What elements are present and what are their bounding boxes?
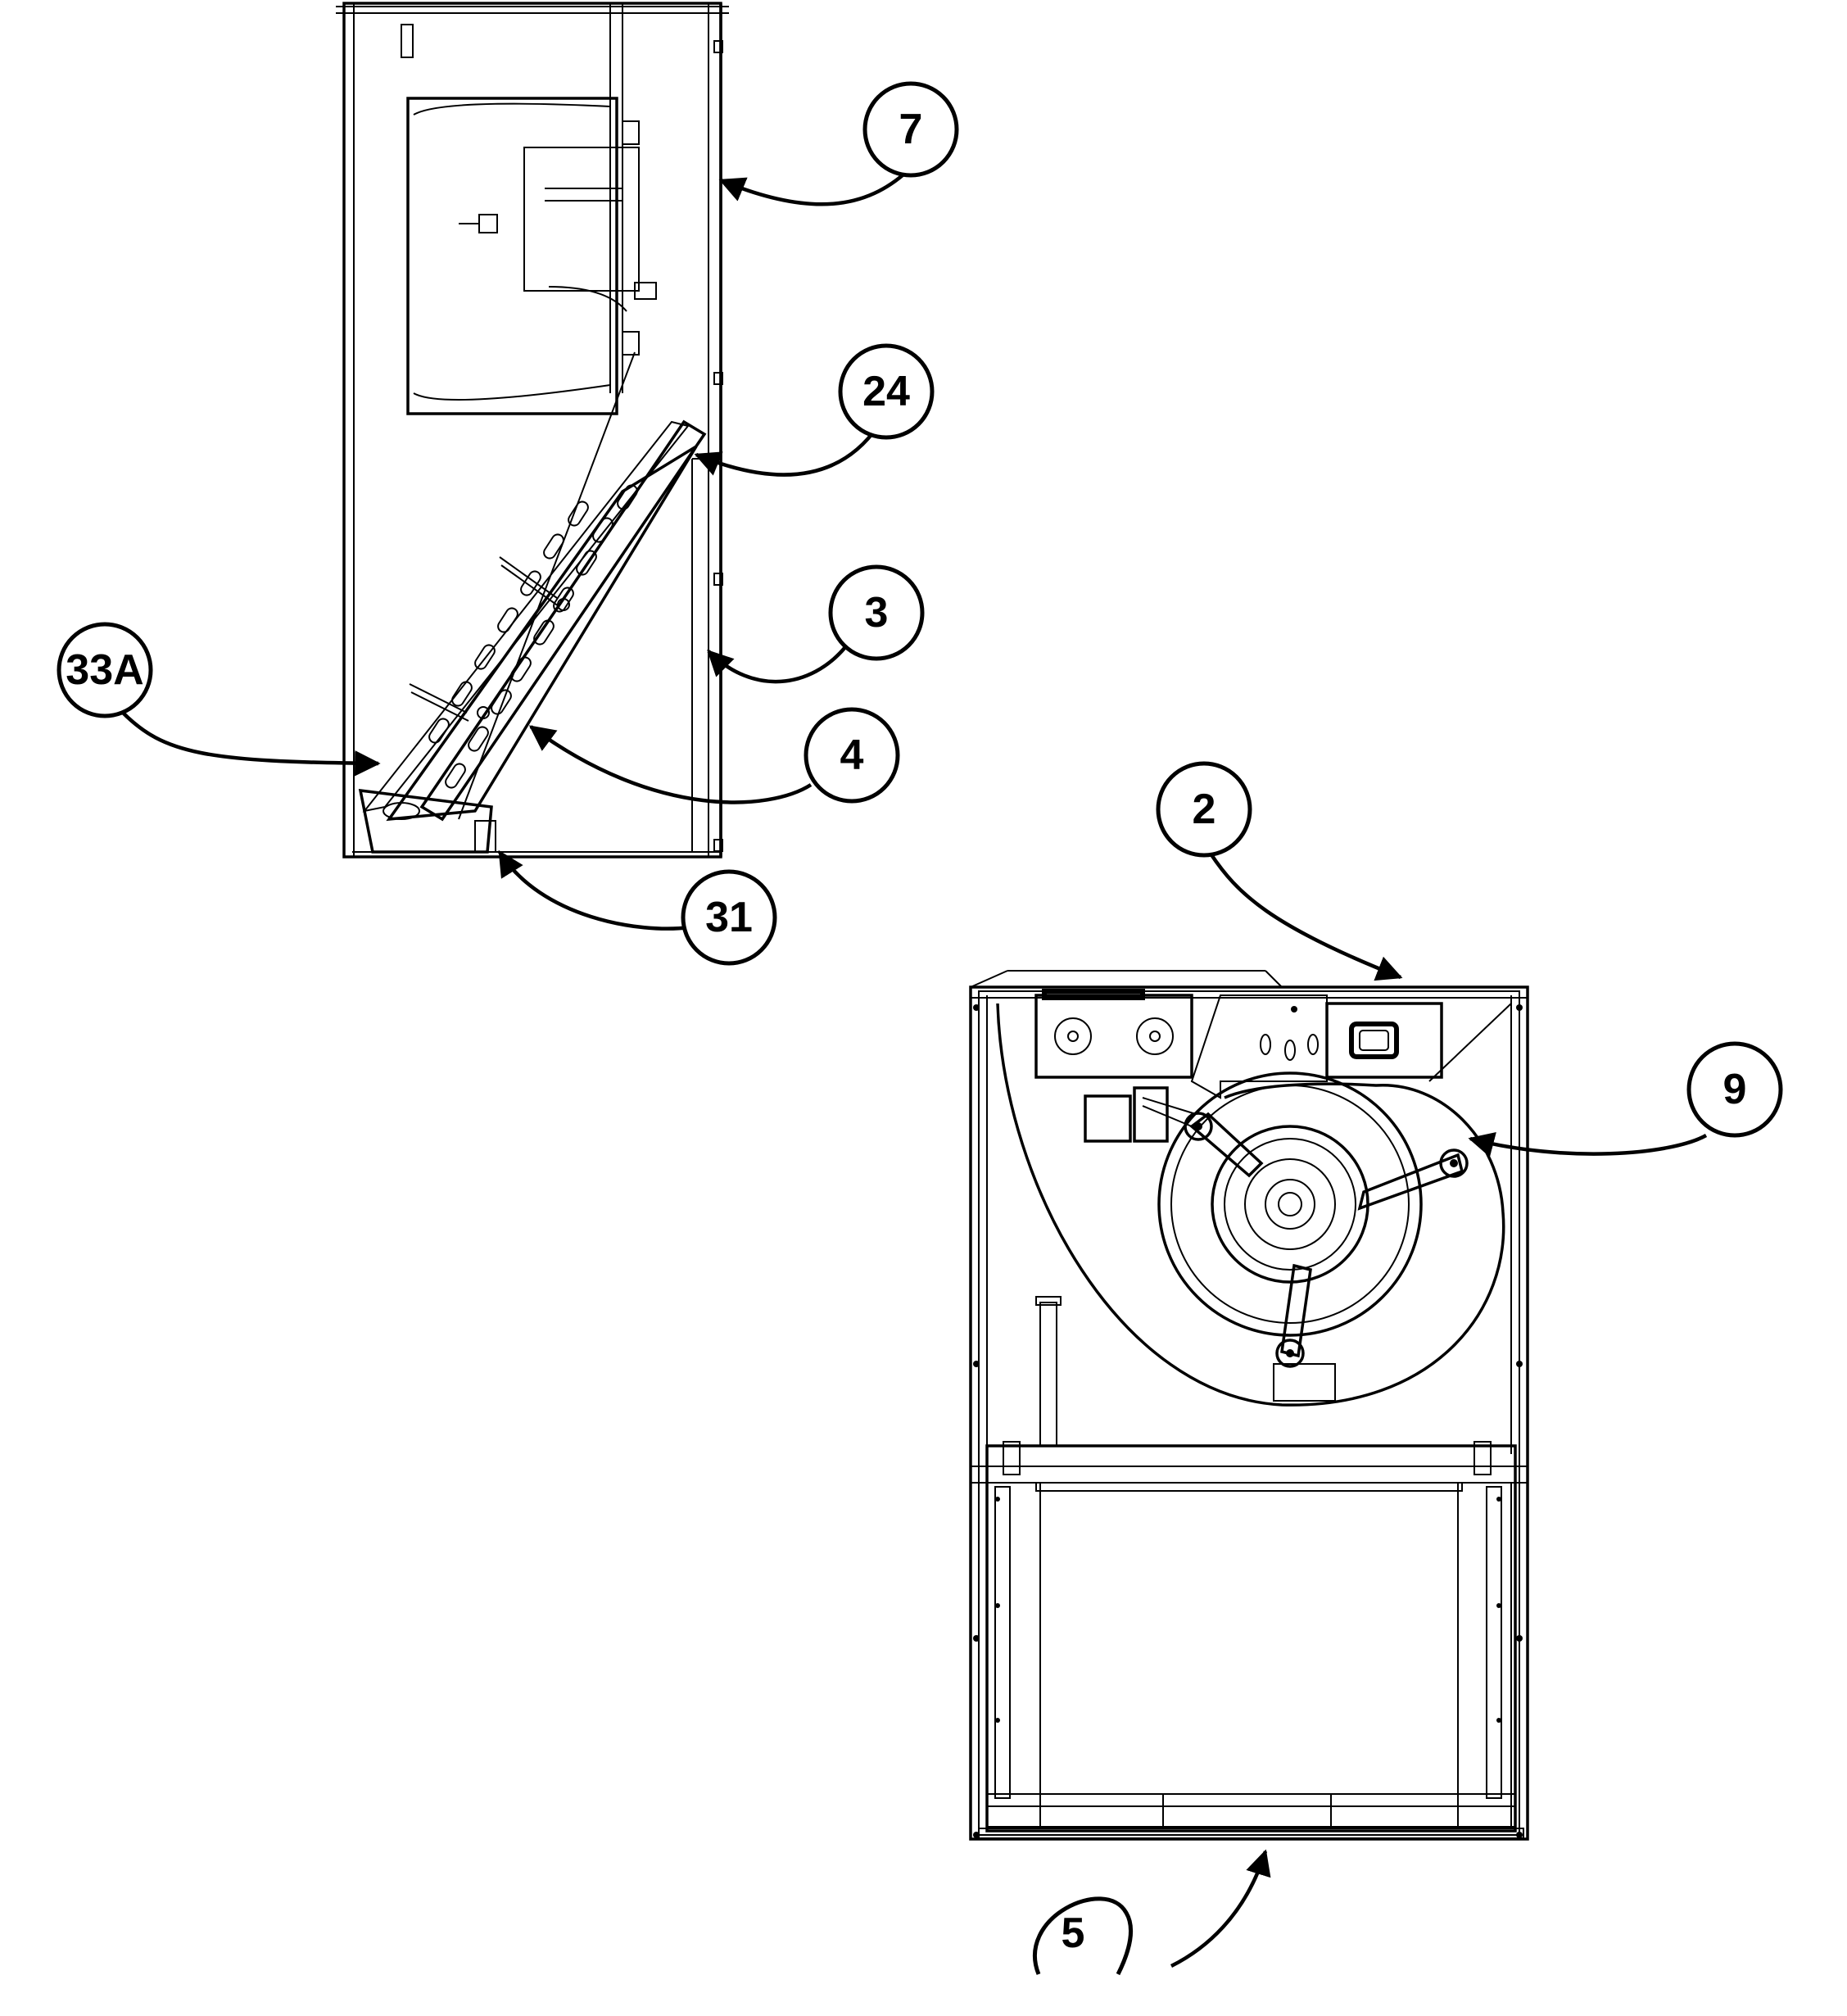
drain-pan-side-view (358, 788, 496, 854)
leader-3 (707, 646, 847, 684)
callout-5[interactable]: 5 (1033, 1896, 1133, 1976)
control-box-front-view (1034, 989, 1512, 1099)
leader-2 (1209, 852, 1403, 981)
leader-7 (718, 166, 912, 206)
leader-31 (498, 849, 690, 931)
leader-33A (121, 711, 381, 777)
callout-24[interactable]: 24 (838, 343, 935, 440)
leader-9 (1468, 1132, 1708, 1158)
callout-31[interactable]: 31 (681, 869, 777, 966)
leader-24 (694, 424, 880, 477)
leader-lines (121, 166, 1708, 1968)
leader-5 (1170, 1849, 1271, 1968)
front-view-cabinet (969, 970, 1529, 1841)
callout-31-label: 31 (705, 894, 753, 941)
callout-24-label: 24 (862, 368, 910, 415)
blower-assembly-front-view (996, 1003, 1505, 1447)
callout-4[interactable]: 4 (804, 707, 900, 804)
callout-7[interactable]: 7 (862, 81, 959, 178)
blower-housing-side-view (406, 97, 657, 820)
callout-2[interactable]: 2 (1156, 761, 1252, 858)
side-view-cabinet (336, 2, 729, 858)
callout-5-label: 5 (1062, 1910, 1085, 1957)
callout-7-label: 7 (899, 106, 923, 153)
callout-3[interactable]: 3 (828, 564, 925, 661)
callout-3-label: 3 (865, 589, 889, 637)
callout-9[interactable]: 9 (1686, 1041, 1783, 1138)
callout-33A-label: 33A (66, 646, 143, 694)
callout-2-label: 2 (1193, 786, 1216, 833)
callout-9-label: 9 (1723, 1066, 1747, 1113)
callout-33A[interactable]: 33A (57, 622, 153, 718)
leader-4 (528, 725, 813, 804)
callout-4-label: 4 (840, 732, 864, 779)
